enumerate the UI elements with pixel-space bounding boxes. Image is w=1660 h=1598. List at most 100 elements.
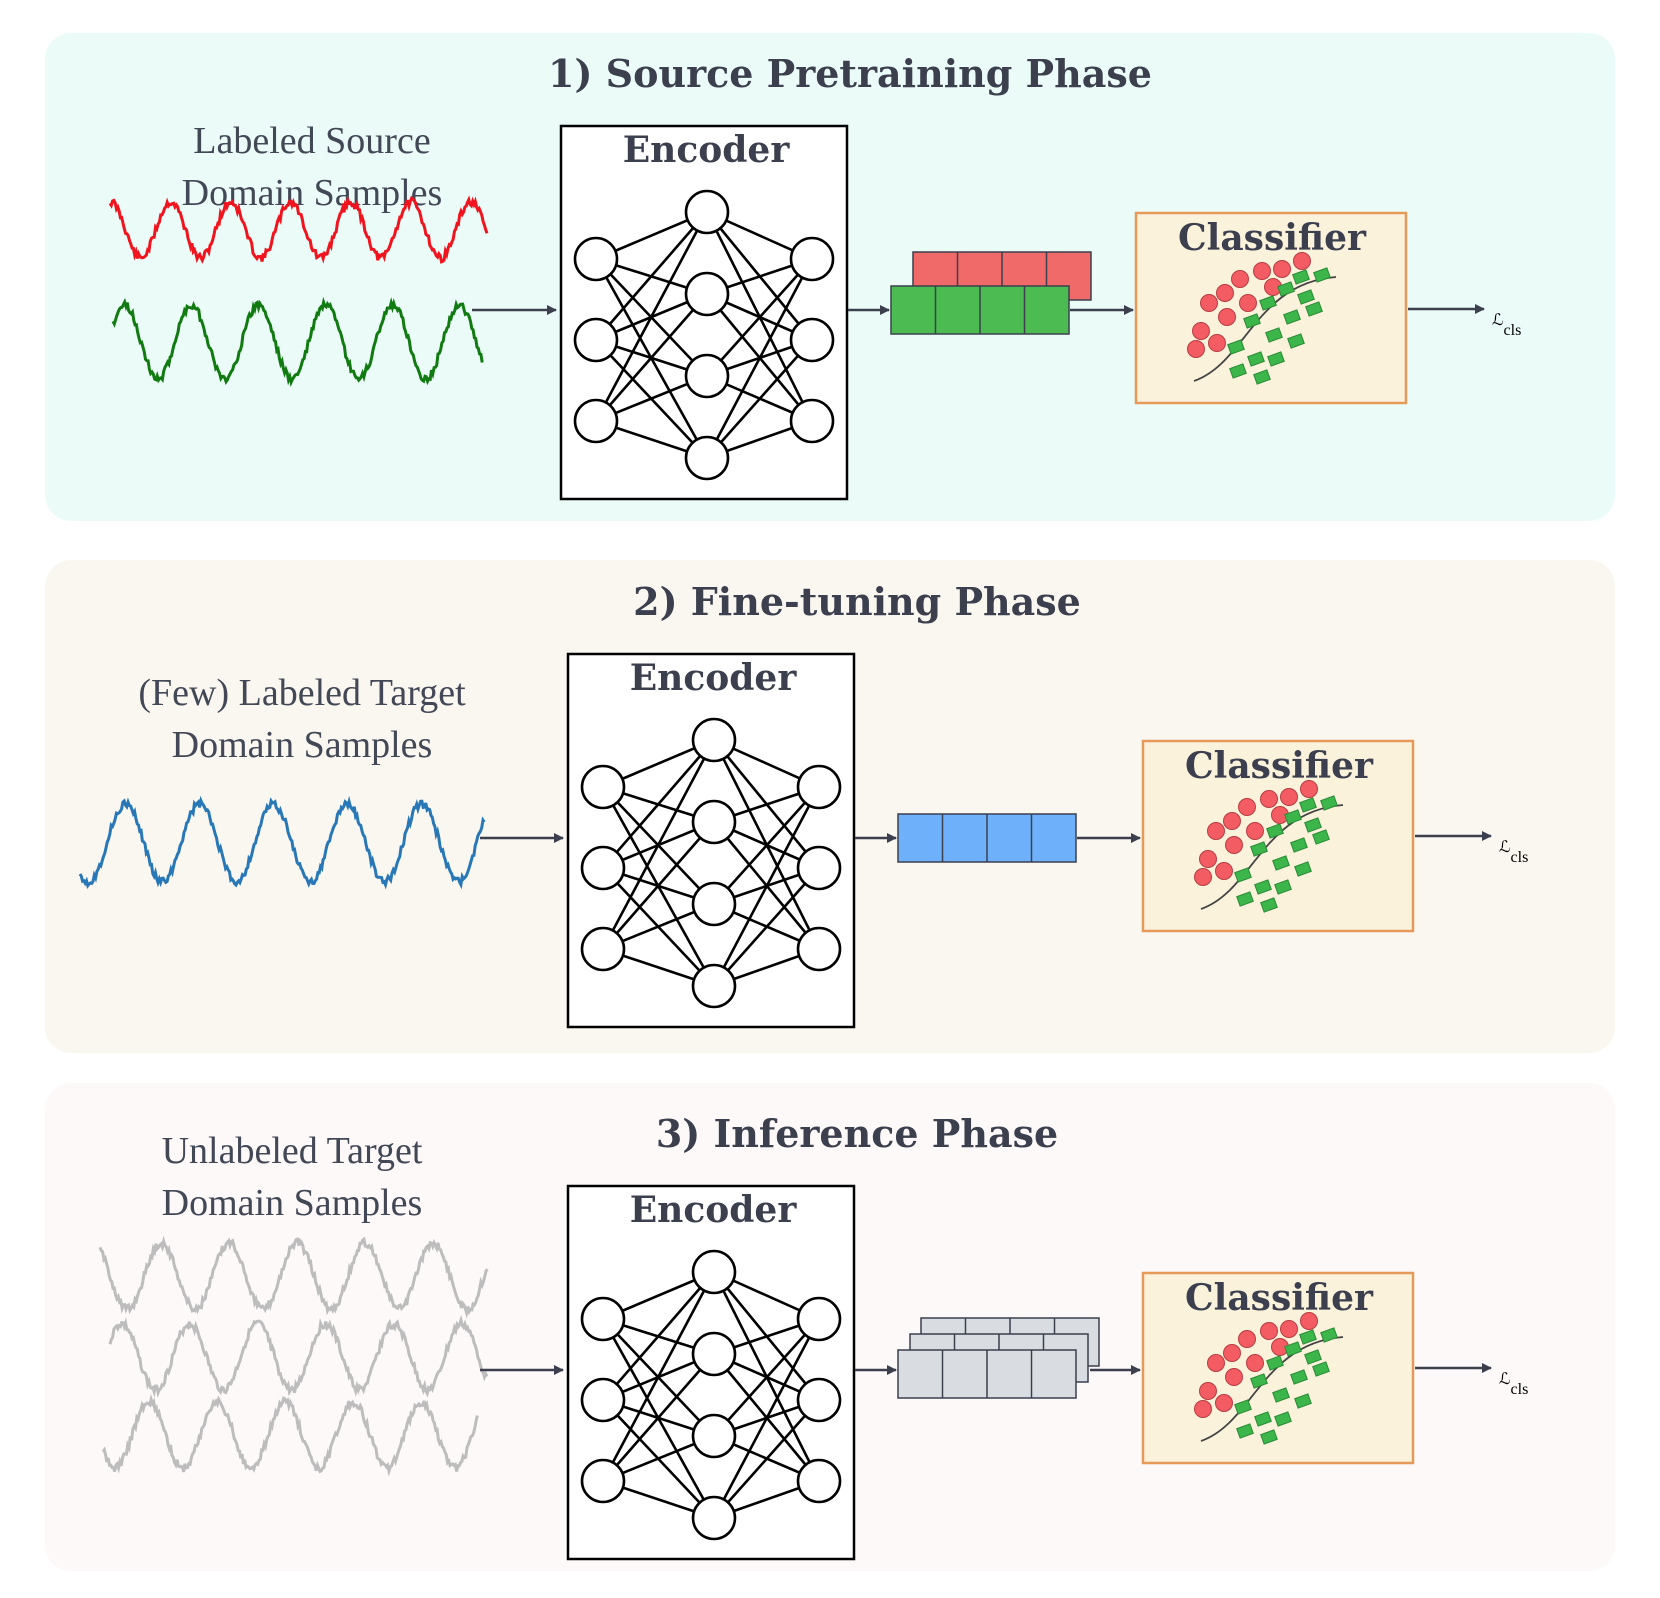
- nn-neuron: [796, 845, 842, 891]
- panel-inference: 3) Inference Phase Unlabeled Target Doma…: [45, 1083, 1615, 1571]
- nn-connection: [712, 786, 821, 987]
- nn-connection: [602, 1353, 715, 1482]
- class-b-point: [1320, 795, 1338, 811]
- panel-2-decision-boundary-scatter: [1194, 780, 1344, 913]
- nn-connection: [706, 258, 813, 377]
- nn-connection: [595, 293, 708, 422]
- panel-3-signal-gray-1: [98, 1235, 489, 1319]
- panel-3-neural-network-icon: [580, 1249, 842, 1541]
- panel-3-encoder-label: Encoder: [630, 1189, 798, 1231]
- nn-neuron: [691, 963, 737, 1009]
- nn-neuron: [691, 881, 737, 927]
- class-b-point: [1287, 333, 1305, 349]
- panel-2-encoder-label: Encoder: [630, 657, 798, 699]
- nn-connection: [602, 821, 715, 950]
- panel-1-feature-vectors: [890, 251, 1092, 335]
- class-b-point: [1247, 351, 1265, 367]
- class-b-point: [1290, 837, 1308, 853]
- class-b-point: [1260, 897, 1278, 913]
- class-b-point: [1229, 363, 1247, 379]
- nn-connection: [713, 1399, 820, 1519]
- class-a-point: [1246, 822, 1264, 840]
- nn-connection: [713, 1318, 820, 1437]
- nn-neuron: [580, 764, 626, 810]
- class-b-point: [1299, 1329, 1317, 1345]
- class-a-point: [1200, 294, 1218, 312]
- class-b-point: [1236, 891, 1254, 907]
- class-a-point: [1199, 1382, 1217, 1400]
- panel-2-caption-line-2: Domain Samples: [172, 724, 433, 766]
- nn-connection: [601, 1271, 716, 1482]
- class-b-point: [1259, 295, 1277, 311]
- class-a-point: [1246, 1354, 1264, 1372]
- nn-neuron: [789, 317, 835, 363]
- nn-neuron: [691, 799, 737, 845]
- nn-neuron: [573, 398, 619, 444]
- class-a-point: [1300, 780, 1318, 798]
- nn-connection: [594, 211, 709, 422]
- panel-2-loss-label: ℒcls: [1499, 839, 1528, 866]
- panel-source-pretraining: 1) Source Pretraining Phase Labeled Sour…: [45, 33, 1615, 521]
- class-b-point: [1277, 281, 1295, 297]
- nn-neuron: [691, 717, 737, 763]
- nn-neuron: [789, 398, 835, 444]
- panel-1-loss-subscript: cls: [1504, 322, 1522, 339]
- class-b-point: [1267, 351, 1285, 367]
- panel-2-feature-vector-blue: [897, 813, 1077, 863]
- nn-neuron: [580, 1458, 626, 1504]
- panel-2-loss-symbol: ℒ: [1499, 839, 1511, 856]
- nn-connection: [713, 867, 820, 987]
- class-a-point: [1273, 260, 1291, 278]
- class-a-point: [1223, 1344, 1241, 1362]
- class-b-point: [1312, 829, 1330, 845]
- panel-2-title: 2) Fine-tuning Phase: [633, 579, 1081, 624]
- panel-1-classifier: Classifier: [1134, 211, 1408, 405]
- class-a-point: [1223, 812, 1241, 830]
- class-a-point: [1293, 252, 1311, 270]
- nn-neuron: [691, 1413, 737, 1459]
- panel-2-classifier-label: Classifier: [1185, 745, 1374, 787]
- class-b-point: [1227, 339, 1245, 355]
- nn-neuron: [684, 435, 730, 481]
- class-b-point: [1260, 1429, 1278, 1445]
- class-a-point: [1194, 868, 1212, 886]
- class-a-point: [1187, 340, 1205, 358]
- class-a-point: [1208, 334, 1226, 352]
- panel-2-loss-subscript: cls: [1511, 849, 1529, 866]
- class-a-point: [1199, 850, 1217, 868]
- panel-1-signal-green: [111, 296, 484, 388]
- nn-neuron: [691, 1249, 737, 1295]
- class-a-point: [1216, 284, 1234, 302]
- panel-2-signal-blue: [78, 795, 486, 890]
- class-a-point: [1215, 1394, 1233, 1412]
- class-b-point: [1254, 1411, 1272, 1427]
- panel-3-loss-subscript: cls: [1511, 1381, 1529, 1398]
- panel-2-caption-line-1: (Few) Labeled Target: [138, 672, 466, 714]
- panel-1-classifier-label: Classifier: [1178, 217, 1367, 259]
- panel-3-classifier-label: Classifier: [1185, 1277, 1374, 1319]
- class-b-point: [1266, 823, 1284, 839]
- nn-neuron: [684, 189, 730, 235]
- class-b-point: [1290, 1369, 1308, 1385]
- nn-connection: [602, 1271, 715, 1401]
- class-a-point: [1207, 822, 1225, 840]
- class-a-point: [1280, 788, 1298, 806]
- panel-3-signal-gray-2: [108, 1314, 489, 1398]
- panel-2-encoder: Encoder: [566, 652, 856, 1029]
- class-b-point: [1236, 1423, 1254, 1439]
- panel-2-neural-network-icon: [580, 717, 842, 1009]
- panel-1-encoder: Encoder: [559, 124, 849, 501]
- class-a-point: [1218, 308, 1236, 326]
- class-b-point: [1254, 879, 1272, 895]
- class-a-point: [1215, 862, 1233, 880]
- class-a-point: [1260, 790, 1278, 808]
- panel-3-title: 3) Inference Phase: [656, 1111, 1058, 1156]
- class-b-point: [1304, 817, 1322, 833]
- class-a-point: [1207, 1354, 1225, 1372]
- nn-connection: [706, 339, 813, 459]
- nn-neuron: [573, 317, 619, 363]
- class-b-point: [1297, 289, 1315, 305]
- panel-fine-tuning: 2) Fine-tuning Phase (Few) Labeled Targe…: [45, 560, 1615, 1053]
- panel-1-title: 1) Source Pretraining Phase: [548, 51, 1152, 96]
